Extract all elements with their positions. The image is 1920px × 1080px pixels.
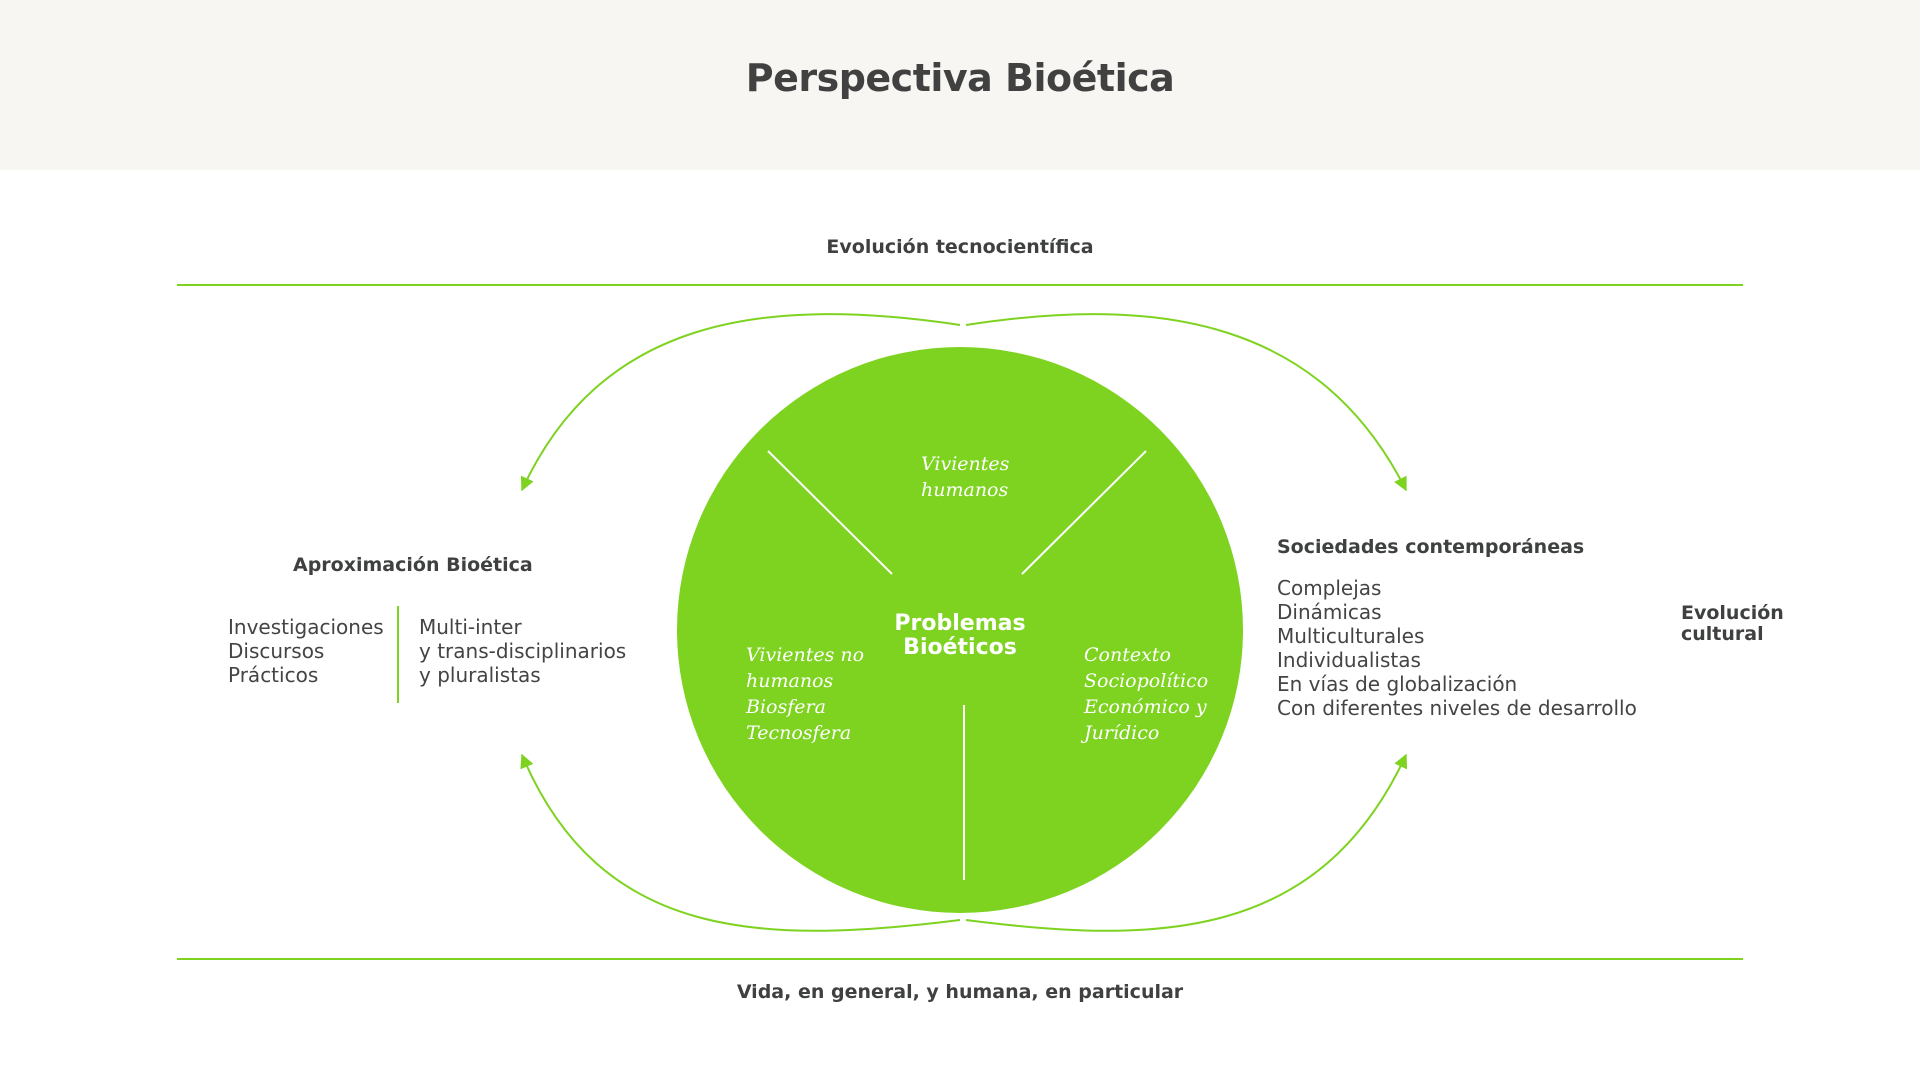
right-edge-label: Evolución cultural — [1681, 602, 1784, 645]
sector-left-text: Vivientes no humanos Biosfera Tecnosfera — [746, 644, 865, 744]
arrow-top-right — [965, 313, 1407, 492]
arrow-top-left — [520, 313, 961, 492]
list-item: Complejas — [1277, 576, 1382, 600]
list-item: En vías de globalización — [1277, 672, 1518, 696]
right-block-list: Complejas Dinámicas Multiculturales Indi… — [1277, 576, 1637, 720]
sector-right-text: Contexto Sociopolítico Económico y Juríd… — [1084, 644, 1209, 744]
right-block-heading: Sociedades contemporáneas — [1277, 536, 1585, 558]
left-block-col2: Multi-inter y trans-disciplinarios y plu… — [419, 615, 627, 687]
list-item: Con diferentes niveles de desarrollo — [1277, 696, 1637, 720]
bottom-label: Vida, en general, y humana, en particula… — [736, 981, 1184, 1003]
left-block-heading: Aproximación Bioética — [293, 554, 533, 576]
list-item: Multiculturales — [1277, 624, 1425, 648]
page-title: Perspectiva Bioética — [745, 56, 1175, 100]
core-title: Problemas Bioéticos — [894, 611, 1026, 660]
divider-right — [1021, 450, 1147, 575]
arrow-bottom-right — [965, 753, 1408, 932]
arrow-bottom-left — [520, 753, 961, 932]
list-item: Dinámicas — [1277, 600, 1382, 624]
left-block-col1: Investigaciones Discursos Prácticos — [228, 615, 384, 687]
divider-left — [767, 450, 893, 575]
header-band — [0, 0, 1920, 170]
sector-top-text: Vivientes humanos — [921, 453, 1010, 501]
top-label: Evolución tecnocientífica — [826, 236, 1094, 258]
core-circle — [677, 347, 1243, 913]
list-item: Individualistas — [1277, 648, 1421, 672]
